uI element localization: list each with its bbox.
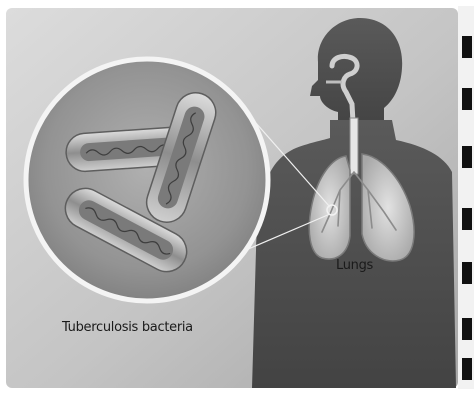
magnifier-circle-icon [26, 59, 268, 301]
tuberculosis-bacteria-label: Tuberculosis bacteria [62, 320, 193, 335]
binding-edge-marks [458, 6, 474, 389]
lungs-label: Lungs [336, 258, 373, 273]
